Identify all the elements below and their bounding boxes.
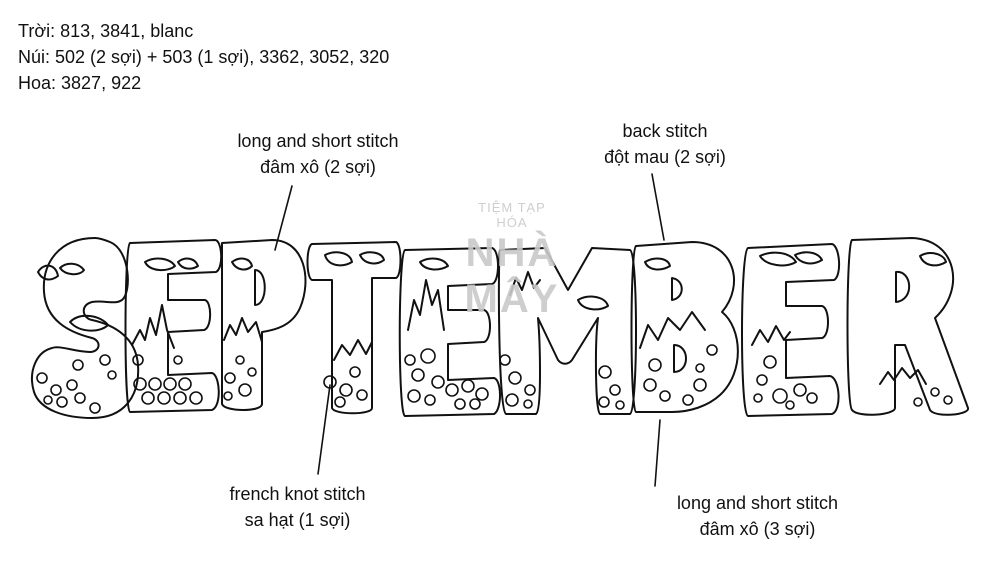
callout-long-short-3: long and short stitch đâm xô (3 sợi): [676, 493, 839, 539]
legend-flower: Hoa: 3827, 922: [18, 73, 142, 93]
leader-line-1: [274, 185, 293, 251]
thread-legend: Trời: 813, 3841, blanc Núi: 502 (2 sợi) …: [18, 18, 389, 96]
callout-french-knot: french knot stitch sa hạt (1 sợi): [229, 484, 366, 530]
legend-sky: Trời: 813, 3841, blanc: [18, 21, 194, 41]
leader-lines: [274, 173, 665, 487]
callout-back-stitch: back stitch đột mau (2 sợi): [604, 121, 726, 167]
letter-e: [124, 239, 223, 413]
letter-e-2: [398, 247, 501, 417]
letter-m: [497, 247, 637, 415]
leader-line-4: [654, 419, 661, 487]
letter-t: [306, 241, 402, 415]
leader-line-2: [651, 173, 665, 241]
watermark-line2: MÂY: [464, 277, 560, 321]
letter-p: [221, 239, 307, 411]
watermark: TIỆM TẠP HÓA NHÀ MÂY: [462, 200, 562, 322]
letter-r: [846, 237, 969, 416]
letter-e-3: [741, 243, 840, 417]
leader-line-3: [317, 384, 331, 475]
legend-mountain: Núi: 502 (2 sợi) + 503 (1 sợi), 3362, 30…: [18, 47, 390, 67]
watermark-line1: NHÀ: [465, 231, 559, 275]
letter-s: [31, 237, 140, 419]
letter-b: [630, 241, 739, 413]
callout-long-short-2: long and short stitch đâm xô (2 sợi): [237, 131, 399, 177]
watermark-top: TIỆM TẠP HÓA: [478, 200, 546, 230]
